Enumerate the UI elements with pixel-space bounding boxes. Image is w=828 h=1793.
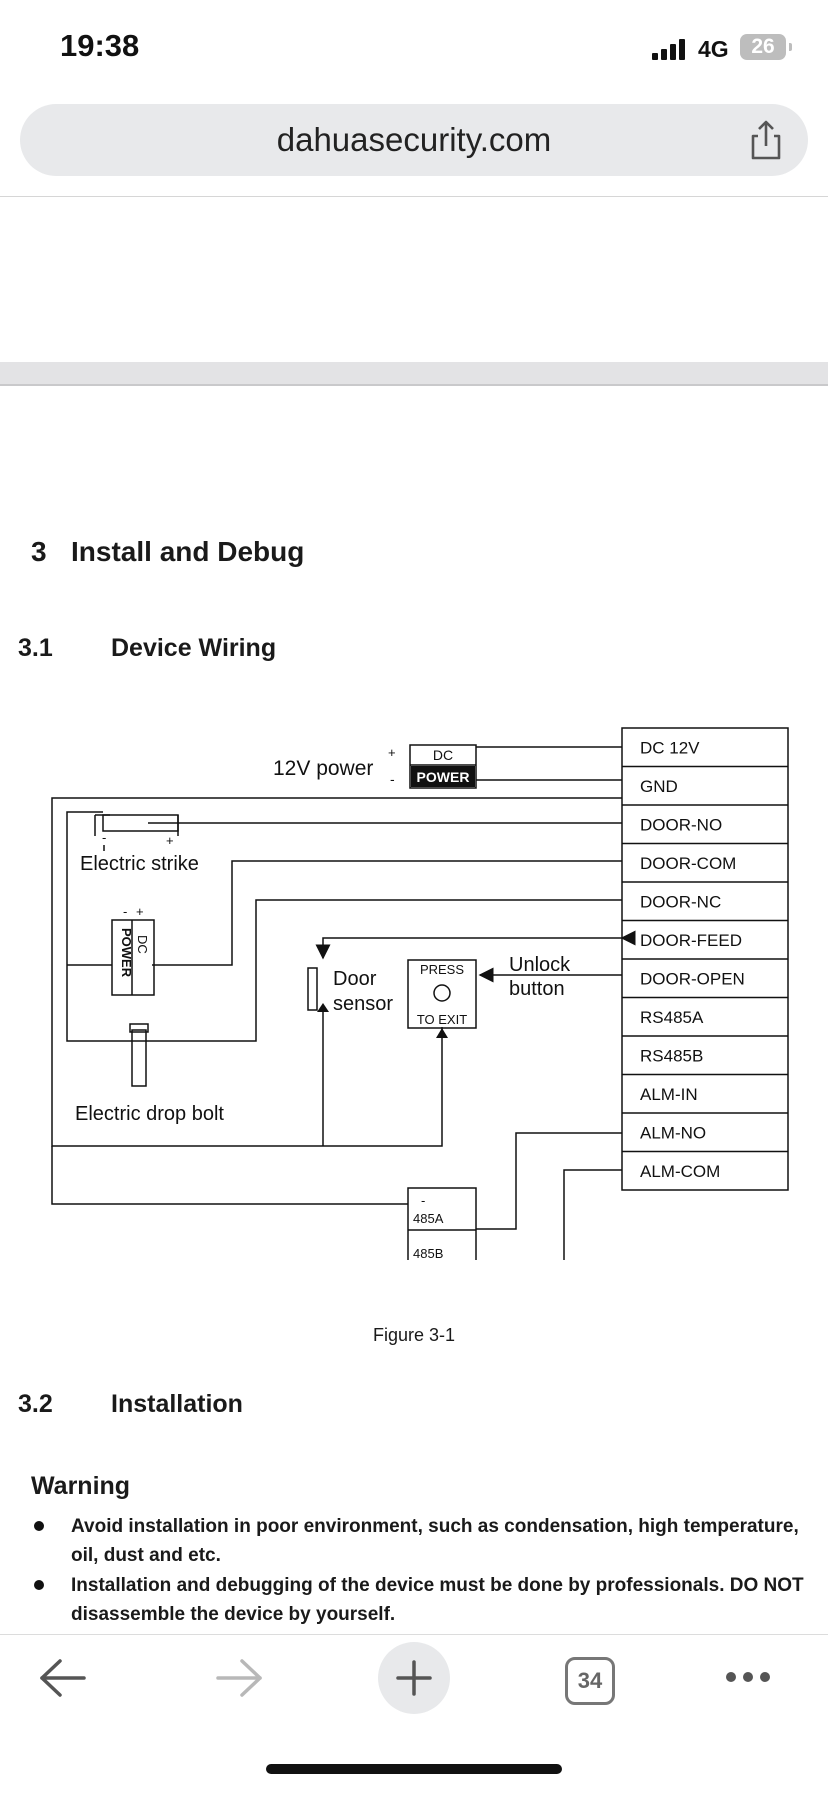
terminal-label: DOOR-NO [640,815,722,834]
door-sensor-label: sensor [333,993,393,1015]
minus-sign: - [390,771,395,787]
power-label-vertical: POWER [119,928,134,978]
share-icon[interactable] [744,118,788,162]
dc-label: DC [433,747,453,763]
minus-sign: - [421,1193,425,1208]
electric-strike-label: Electric strike [80,853,199,875]
minus-sign: - [102,830,106,845]
rs485a-label: 485A [413,1211,444,1226]
door-sensor-label: Door [333,968,377,990]
forward-arrow-icon[interactable] [214,1656,264,1700]
warning-item: Avoid installation in poor environment, … [71,1516,799,1566]
terminal-label: ALM-NO [640,1123,706,1142]
back-arrow-icon[interactable] [38,1656,88,1700]
battery-cap [789,43,792,51]
terminal-label: ALM-IN [640,1085,698,1104]
to-exit-label: TO EXIT [417,1012,467,1027]
rs485b-label: 485B [413,1246,443,1260]
terminal-label: DC 12V [640,738,700,757]
plus-sign: + [136,904,144,919]
terminal-label: GND [640,777,678,796]
bullet-icon [34,1521,44,1531]
network-type: 4G [698,36,729,62]
power-label: 12V power [273,757,373,780]
home-indicator [266,1764,562,1774]
terminal-label: RS485A [640,1008,704,1027]
terminal-label: RS485B [640,1046,703,1065]
page-separator [0,362,828,386]
figure-caption: Figure 3-1 [372,1325,456,1345]
cellular-signal-icon [652,38,692,60]
subsection-number: 3.2 [18,1390,53,1418]
bullet-icon [34,1580,44,1590]
divider [0,196,828,197]
power-label-box: POWER [417,769,470,785]
address-bar[interactable]: dahuasecurity.com [20,104,808,176]
warning-item: Installation and debugging of the device… [71,1575,804,1625]
terminal-label: DOOR-COM [640,854,736,873]
terminal-label: DOOR-FEED [640,931,742,950]
terminal-label: DOOR-NC [640,892,721,911]
new-tab-button[interactable] [378,1642,450,1714]
battery-icon: 26 [740,34,786,60]
electric-drop-bolt-label: Electric drop bolt [75,1103,224,1125]
dc-label-vertical: DC [135,935,150,954]
url-text[interactable]: dahuasecurity.com [276,121,552,158]
plus-sign: + [166,833,174,848]
minus-sign: - [123,904,127,919]
section-number: 3 [31,536,47,567]
more-menu-icon[interactable] [724,1670,772,1684]
terminal-label: DOOR-OPEN [640,969,745,988]
press-label: PRESS [420,962,464,977]
plus-icon [396,1660,432,1696]
status-time: 19:38 [60,28,140,63]
subsection-title: Device Wiring [111,634,277,662]
subsection-title: Installation [111,1390,243,1418]
warning-title: Warning [31,1472,131,1500]
subsection-number: 3.1 [18,634,53,662]
terminal-label: ALM-COM [640,1162,720,1181]
plus-sign: + [388,745,396,760]
unlock-button-label: button [509,978,565,1000]
unlock-button-label: Unlock [509,954,571,976]
tabs-button[interactable]: 34 [565,1657,615,1705]
section-title: Install and Debug [71,536,305,567]
wiring-diagram: DC 12V GND DOOR-NO DOOR-COM DOOR-NC DOOR-FEED… [51,727,789,1260]
